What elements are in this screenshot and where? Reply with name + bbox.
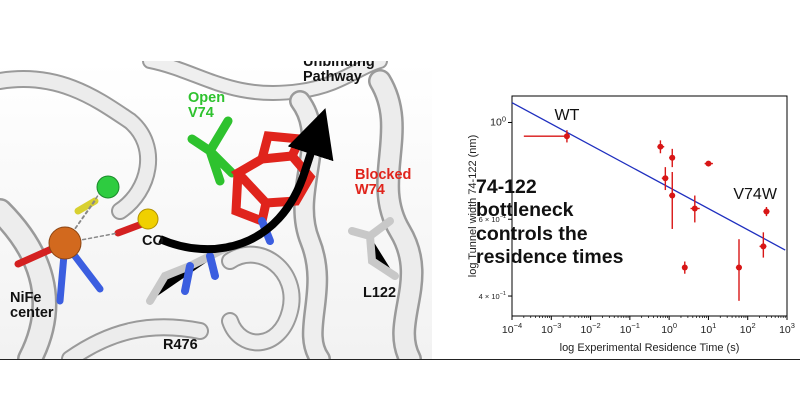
open-word: Open bbox=[188, 90, 226, 106]
blocked-w74-label: Blocked W74 bbox=[355, 167, 412, 199]
x-tick-label: 103 bbox=[779, 321, 795, 336]
y-tick-label: 100 bbox=[490, 114, 506, 128]
r476-label: R476 bbox=[163, 337, 198, 353]
x-tick-label: 101 bbox=[700, 321, 716, 336]
pathway-word: Pathway bbox=[303, 69, 362, 86]
open-v74-label: Open V74 bbox=[188, 90, 226, 122]
v74-word: V74 bbox=[188, 105, 214, 122]
point-annotation: V74W bbox=[733, 186, 777, 203]
protein-render bbox=[0, 61, 432, 359]
x-tick-label: 100 bbox=[661, 321, 677, 336]
y-tick-label: 6 × 10−1 bbox=[479, 214, 506, 224]
data-point bbox=[681, 264, 688, 271]
data-point bbox=[669, 154, 676, 161]
co-label: CO bbox=[142, 233, 164, 249]
data-point bbox=[735, 264, 742, 271]
data-point bbox=[662, 175, 669, 182]
caption-line-3: controls the bbox=[476, 222, 588, 245]
x-tick-label: 10−2 bbox=[580, 321, 600, 336]
chart-panel: 10−4 10−3 10−2 10−1 100 101 102 103 100 6 × 10−1 4… bbox=[432, 61, 800, 359]
x-axis-label: log Experimental Residence Time (s) bbox=[560, 342, 740, 354]
unbinding-word: Unbinding bbox=[303, 61, 375, 70]
data-point bbox=[563, 133, 570, 140]
data-point bbox=[763, 208, 770, 215]
fit-line bbox=[511, 102, 786, 251]
x-tick-label: 10−3 bbox=[541, 321, 561, 336]
data-point bbox=[691, 205, 698, 212]
x-tick-label: 102 bbox=[740, 321, 756, 336]
x-tick-label: 10−1 bbox=[620, 321, 640, 336]
x-tick-label: 10−4 bbox=[502, 321, 522, 336]
y-tick-label: 4 × 10−1 bbox=[479, 291, 506, 301]
y-axis-label: log Tunnel width 74-122 (nm) bbox=[467, 135, 479, 277]
point-annotation: WT bbox=[554, 107, 579, 124]
data-point bbox=[657, 143, 664, 150]
caption-line-4: residence times bbox=[476, 246, 624, 269]
tunnel-width-chart: 10−4 10−3 10−2 10−1 100 101 102 103 100 6 × 10−1 4… bbox=[467, 95, 795, 354]
center-word: center bbox=[10, 305, 54, 322]
data-point bbox=[705, 160, 712, 167]
blocked-word: Blocked bbox=[355, 167, 412, 183]
w74-word: W74 bbox=[355, 182, 385, 199]
plot-frame bbox=[511, 95, 788, 317]
unbinding-arrow bbox=[158, 108, 334, 254]
bottom-rule bbox=[0, 359, 800, 360]
l122-label: L122 bbox=[363, 285, 397, 301]
chart-caption: 74-122 bottleneck controls the residence… bbox=[476, 176, 623, 270]
protein-ribbons bbox=[0, 61, 424, 359]
nife-center-label: NiFe center bbox=[10, 290, 54, 322]
molecular-structure-panel: Unbinding Pathway Open V74 Blocked W74 C… bbox=[0, 61, 432, 359]
data-point bbox=[760, 243, 767, 250]
atoms bbox=[48, 175, 159, 260]
caption-line-1: 74-122 bbox=[476, 176, 537, 198]
caption-line-2: bottleneck bbox=[476, 199, 574, 222]
nife-word: NiFe bbox=[10, 290, 42, 306]
data-point bbox=[669, 192, 676, 199]
unbinding-pathway-label: Unbinding Pathway bbox=[303, 61, 375, 85]
